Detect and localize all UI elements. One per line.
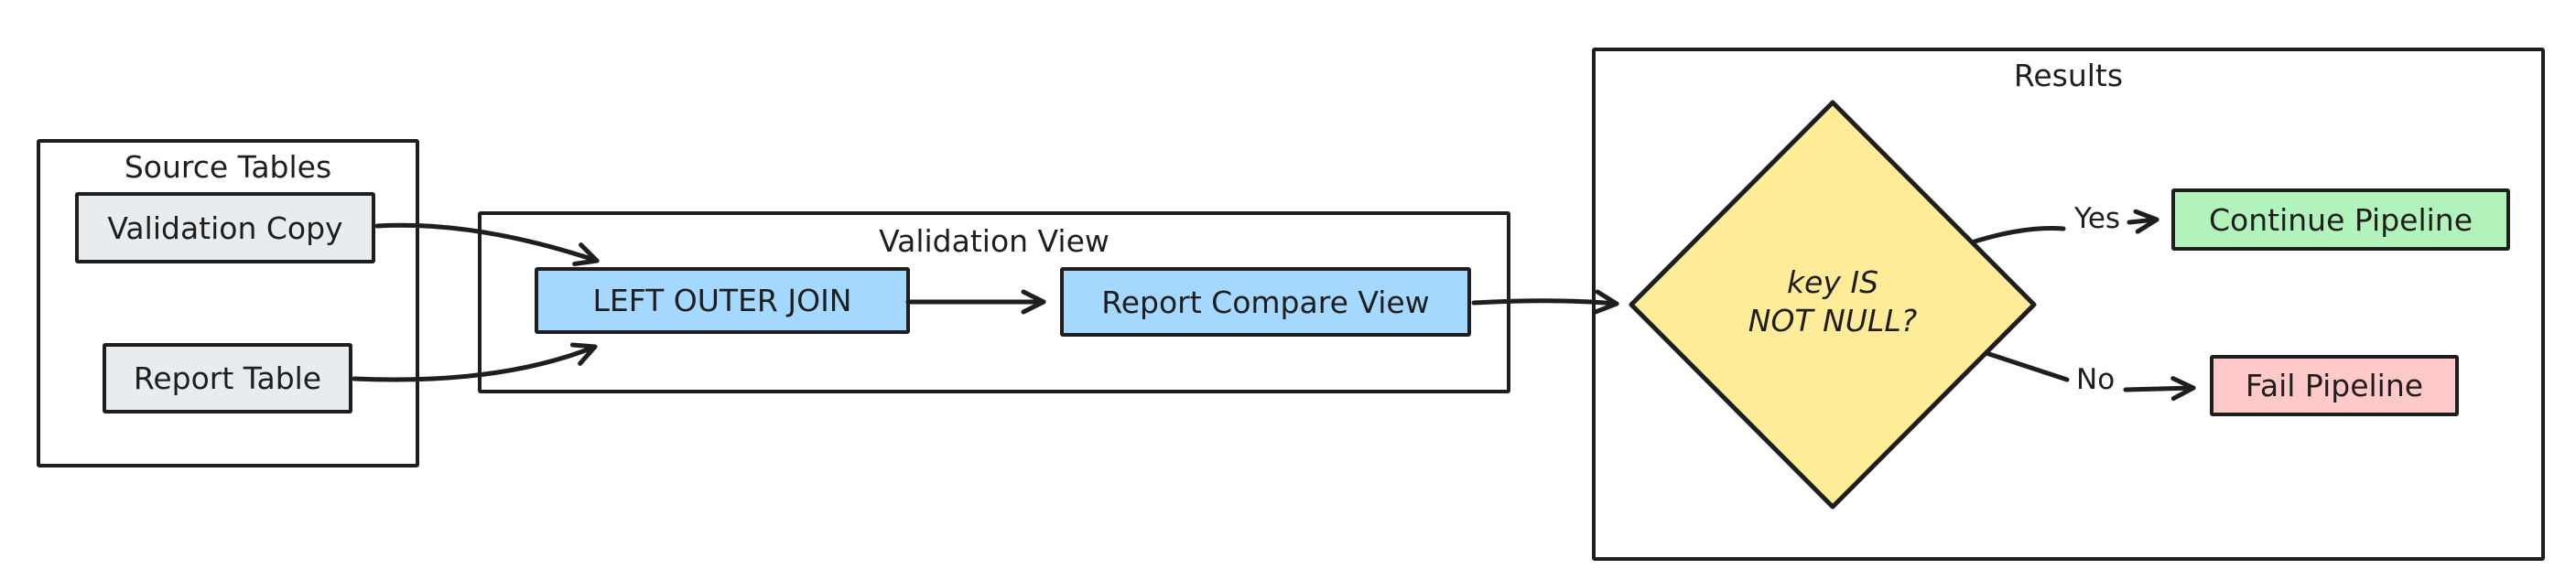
continue-pipeline-node[interactable]: Continue Pipeline	[2171, 188, 2510, 251]
report-compare-view-node[interactable]: Report Compare View	[1060, 267, 1471, 337]
validation-copy-node[interactable]: Validation Copy	[75, 192, 375, 263]
results-title: Results	[2013, 58, 2124, 93]
edge-decision-no-tail[interactable]	[1984, 350, 2070, 382]
left-outer-join-label: LEFT OUTER JOIN	[592, 283, 852, 318]
source-tables-group[interactable]: Source Tables	[37, 139, 419, 467]
decision-label: key IS NOT NULL?	[1748, 264, 1918, 338]
source-tables-title: Source Tables	[124, 149, 332, 185]
report-table-label: Report Table	[133, 360, 322, 396]
continue-pipeline-label: Continue Pipeline	[2208, 201, 2473, 238]
fail-pipeline-label: Fail Pipeline	[2245, 368, 2424, 403]
edge-decision-yes-tail[interactable]	[1972, 226, 2066, 244]
validation-copy-label: Validation Copy	[107, 209, 343, 246]
no-edge-label: No	[2073, 364, 2119, 395]
edge-report-table-to-join[interactable]	[352, 342, 598, 382]
edge-validation-copy-to-join[interactable]	[374, 222, 600, 266]
validation-view-group[interactable]: Validation View	[478, 211, 1510, 393]
edge-yes-to-continue[interactable]	[2127, 209, 2159, 234]
fail-pipeline-node[interactable]: Fail Pipeline	[2210, 355, 2459, 416]
validation-view-title: Validation View	[879, 223, 1109, 259]
edge-no-to-fail[interactable]	[2123, 376, 2196, 402]
left-outer-join-node[interactable]: LEFT OUTER JOIN	[535, 267, 910, 334]
report-compare-view-label: Report Compare View	[1101, 284, 1430, 320]
edge-compare-to-decision[interactable]	[1471, 289, 1619, 315]
yes-edge-label: Yes	[2071, 203, 2125, 234]
report-table-node[interactable]: Report Table	[103, 343, 352, 414]
